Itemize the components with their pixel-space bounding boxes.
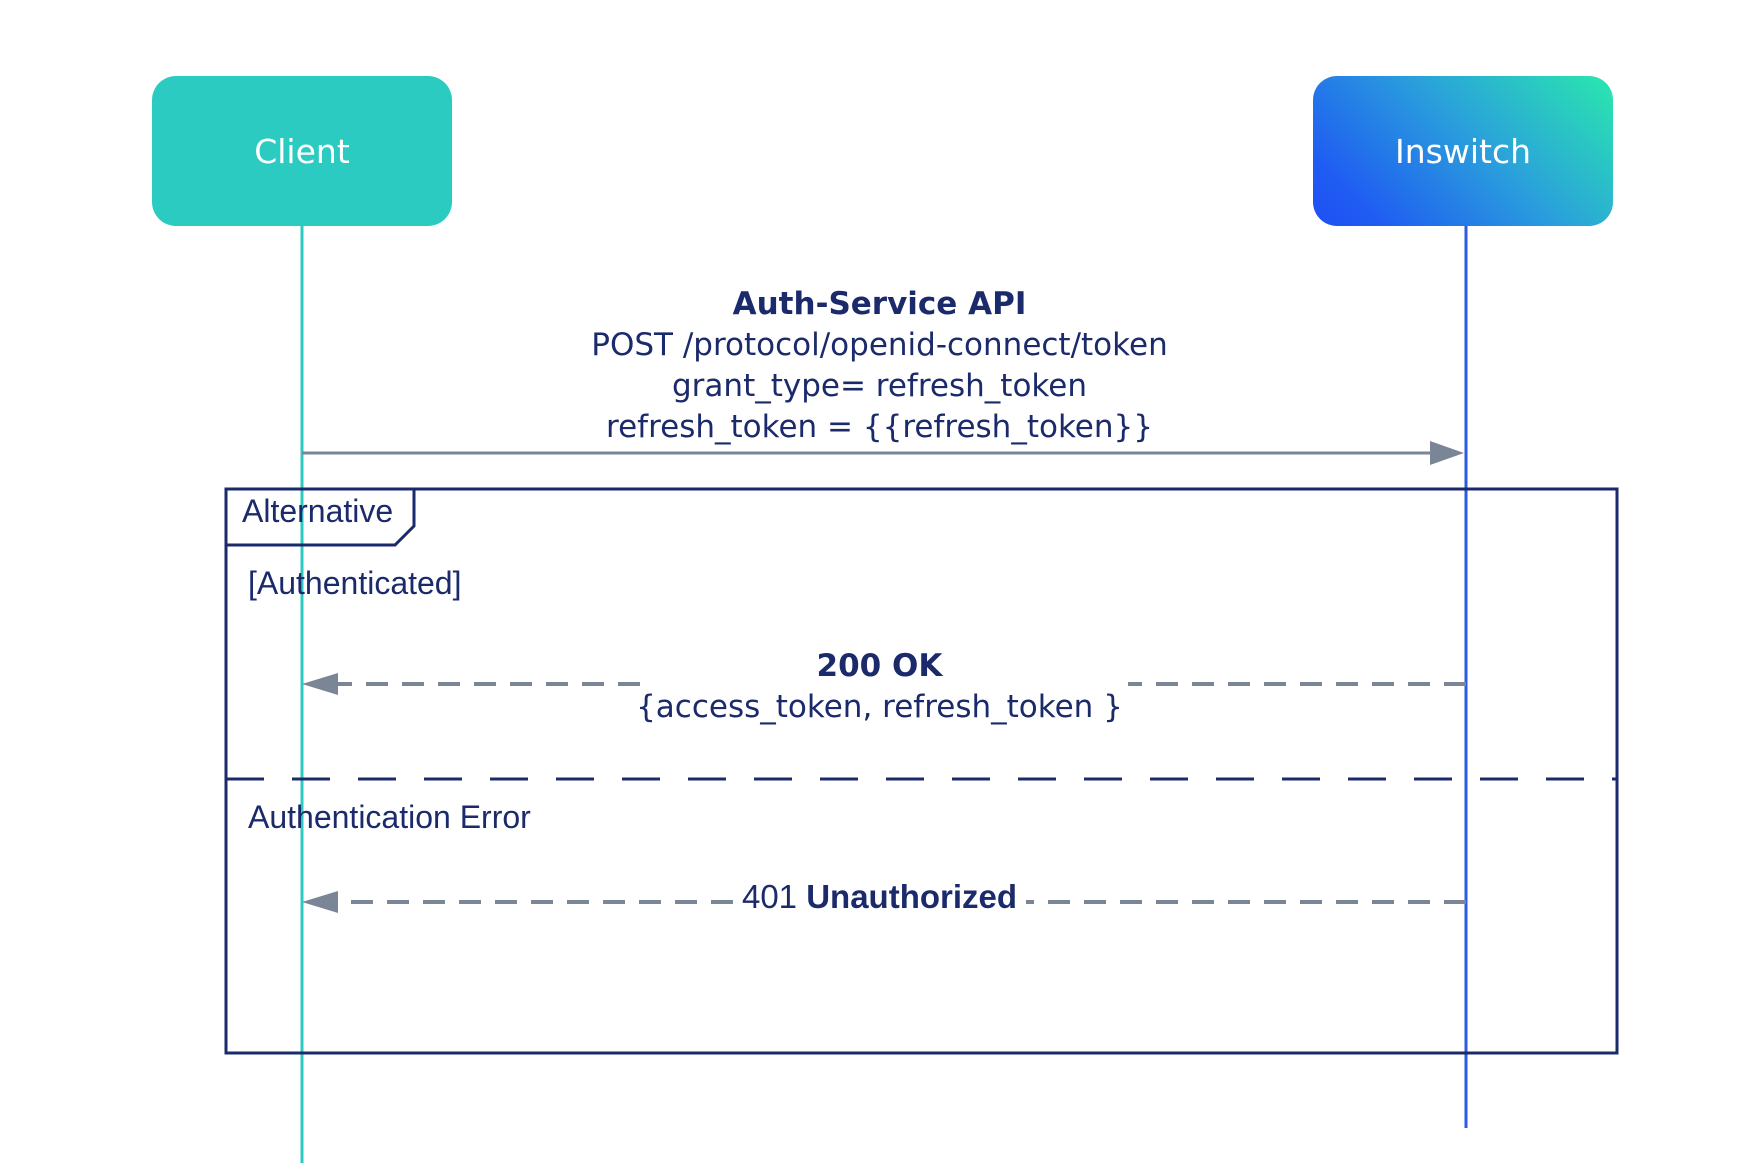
- actor-client-label: Client: [254, 131, 350, 171]
- guard-authenticated: [Authenticated]: [248, 565, 462, 601]
- response-401-code: 401: [741, 878, 798, 915]
- response-200-body: {access_token, refresh_token }: [636, 689, 1123, 725]
- response-401-arrowhead: [302, 891, 338, 913]
- request-title: Auth-Service API: [732, 286, 1027, 322]
- guard-authentication-error: Authentication Error: [248, 799, 531, 835]
- response-200-arrowhead: [302, 673, 338, 695]
- actor-inswitch-label: Inswitch: [1395, 131, 1531, 171]
- request-arrowhead: [1430, 441, 1464, 465]
- response-401-label: 401 Unauthorized: [0, 878, 1759, 916]
- alt-frame-label-box: [226, 489, 416, 547]
- alt-frame-label: Alternative: [242, 493, 394, 529]
- response-200-status: 200 OK: [816, 648, 943, 684]
- request-line-3: refresh_token = {{refresh_token}}: [606, 409, 1153, 445]
- alt-frame: [224, 487, 1619, 1055]
- actor-client: Client: [152, 76, 452, 226]
- actor-inswitch: Inswitch: [1313, 76, 1613, 226]
- request-line-1: POST /protocol/openid-connect/token: [591, 327, 1168, 363]
- request-line-2: grant_type= refresh_token: [672, 368, 1087, 404]
- response-401-status: Unauthorized: [806, 878, 1018, 915]
